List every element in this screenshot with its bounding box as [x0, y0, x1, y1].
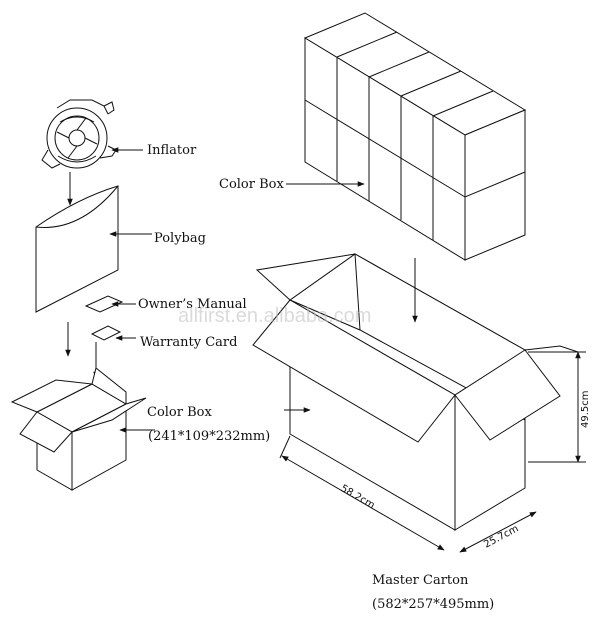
label-color-box-stack: Color Box: [219, 177, 284, 192]
dimension-length: 58.2cm: [339, 483, 377, 511]
color-box-stack: [303, 12, 527, 261]
length-dimension-line: [281, 455, 445, 551]
label-warranty-card: Warranty Card: [140, 335, 237, 350]
dimension-height: 49.5cm: [580, 390, 591, 428]
warranty-card: [90, 325, 122, 341]
inflator-pump-icon: [41, 99, 117, 169]
label-owners-manual: Owner’s Manual: [138, 297, 247, 312]
label-master-carton: Master Carton: [372, 573, 469, 588]
label-color-box-small: Color Box: [147, 405, 212, 420]
width-dimension-line: [459, 511, 537, 553]
dimension-width: 25.7cm: [482, 523, 520, 550]
color-box-small: [10, 367, 147, 491]
label-inflator: Inflator: [147, 143, 197, 158]
polybag: [35, 185, 119, 313]
length-extension-left: [279, 435, 291, 459]
owners-manual: [84, 295, 124, 313]
label-master-carton-dims: (582*257*495mm): [372, 597, 494, 612]
watermark: allfirst.en.alibaba.com: [178, 305, 371, 327]
label-color-box-small-dims: (241*109*232mm): [148, 429, 270, 444]
label-polybag: Polybag: [154, 231, 206, 246]
